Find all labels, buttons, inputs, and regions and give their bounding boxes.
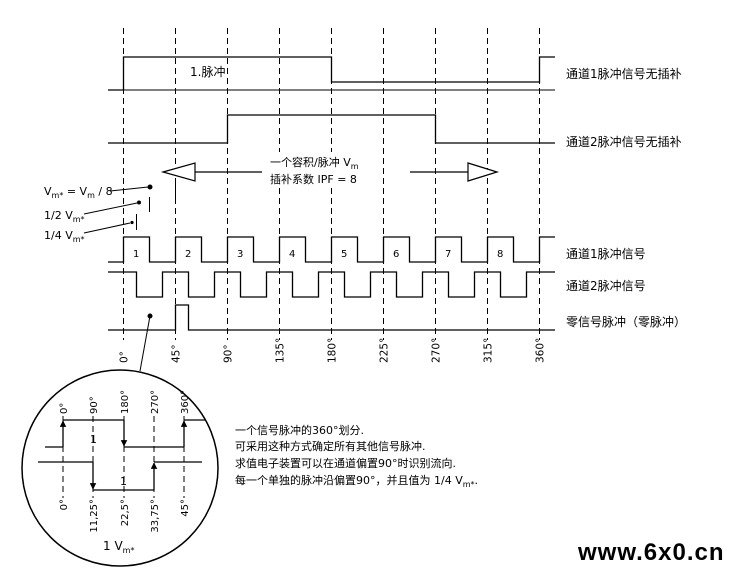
note-line: 求值电子装置可以在通道偏置90°时识别流向. (235, 456, 456, 470)
quarter-vm-star-text: 1/4 V (44, 229, 73, 242)
channel1-waveform (108, 236, 555, 263)
scale-annotations: Vm* = Vm / 8 1/2 Vm* 1/4 Vm* (44, 180, 176, 244)
note-last-end: . (475, 474, 479, 487)
detail-magnifier: 0° 90° 180° 270° 360° 1 1 0° 11,25° 22,5… (21, 369, 219, 567)
note-line: 一个信号脉冲的360°划分. (235, 423, 364, 437)
volume-per-pulse-text: 一个容积/脉冲 V (270, 155, 351, 169)
vm-star-label: Vm* = Vm / 8 (44, 185, 113, 200)
vm-star-v: V (44, 185, 52, 198)
note-last-text: 每一个单独的脉冲沿偏置90°，并且值为 1/4 V (235, 473, 463, 487)
half-vm-star-label: 1/2 Vm* (44, 209, 85, 224)
zoom-leader-line (139, 315, 151, 372)
pulse-number: 1 (133, 249, 139, 260)
vm-sub: m (87, 191, 95, 200)
channel2-label: 通道2脉冲信号 (566, 278, 646, 293)
detail-upper-pulse-label: 1 (90, 433, 97, 446)
volume-per-pulse-sub: m (351, 162, 359, 171)
detail-top-degree: 0° (59, 403, 70, 414)
quarter-vm-star-dot (130, 220, 134, 225)
half-vm-star-leader (83, 202, 138, 215)
quarter-vm-star-sub: m* (73, 235, 85, 244)
note-line: 每一个单独的脉冲沿偏置90°，并且值为 1/4 Vm*. (235, 473, 478, 489)
interpolation-factor-label: 插补系数 IPF = 8 (270, 172, 357, 186)
vm-star-equals: = V (63, 185, 87, 198)
pulse-number: 5 (341, 249, 347, 260)
vm-star-divisor: / 8 (95, 185, 113, 198)
quarter-vm-star-label: 1/4 Vm* (44, 229, 85, 244)
degree-label: 0° (119, 351, 131, 363)
pulse-number: 7 (445, 249, 451, 260)
degree-labels: 0° 45° 90° 135° 180° 225° 270° 315° 360° (119, 338, 547, 363)
detail-width-sub: m* (123, 546, 135, 555)
quarter-vm-star-leader (83, 222, 131, 234)
degree-label: 180° (327, 338, 339, 363)
detail-lower-pulse-label: 1 (120, 475, 127, 488)
vm-star-leader (109, 186, 149, 192)
zero-pulse-waveform (108, 304, 555, 331)
volume-per-pulse-label: 一个容积/脉冲 Vm (270, 155, 359, 171)
note-last-sub: m* (463, 480, 475, 489)
half-vm-star-text: 1/2 V (44, 209, 73, 222)
degree-label: 135° (275, 338, 287, 363)
interpolation-annotation: 一个容积/脉冲 Vm 插补系数 IPF = 8 (160, 152, 500, 188)
detail-width-text: 1 V (103, 539, 123, 553)
degree-label: 90° (223, 344, 235, 363)
detail-bottom-degree: 11,25° (89, 499, 100, 533)
pulse-number: 6 (393, 249, 399, 260)
detail-bottom-degree: 45° (180, 499, 191, 517)
channel2-raw-label: 通道2脉冲信号无插补 (566, 134, 682, 149)
detail-bottom-degree: 33,75° (150, 499, 161, 533)
half-vm-star-sub: m* (73, 215, 85, 224)
degree-label: 315° (483, 338, 495, 363)
degree-label: 270° (431, 338, 443, 363)
degree-label: 45° (171, 344, 183, 363)
pulse-number: 2 (185, 249, 191, 260)
degree-label: 360° (535, 338, 547, 363)
vm-star-dot (147, 184, 153, 190)
channel2-raw-waveform (108, 114, 555, 144)
degree-label: 225° (379, 338, 391, 363)
note-line: 可采用这种方式确定所有其他信号脉冲. (235, 439, 426, 453)
notes: 一个信号脉冲的360°划分. 可采用这种方式确定所有其他信号脉冲. 求值电子装置… (235, 423, 478, 489)
channel1-raw-label: 通道1脉冲信号无插补 (566, 66, 682, 81)
watermark-logo: www.6x0.cn (577, 539, 725, 566)
vm-star-sub: m* (52, 191, 64, 200)
zero-pulse-label: 零信号脉冲（零脉冲） (566, 314, 686, 329)
left-hollow-arrow-icon (160, 162, 196, 182)
pulse-number: 3 (237, 249, 243, 260)
detail-top-degree: 180° (120, 390, 131, 414)
pulse-number: 8 (497, 249, 503, 260)
detail-top-degree: 360° (180, 390, 191, 414)
half-vm-star-dot (137, 200, 141, 205)
detail-bottom-degree: 0° (59, 499, 70, 510)
channel2-waveform (108, 271, 555, 298)
channel1-label: 通道1脉冲信号 (566, 246, 646, 261)
detail-top-degree: 270° (150, 390, 161, 414)
channel1-raw-pulse-label: 1.脉冲 (190, 64, 225, 79)
detail-width-label: 1 Vm* (103, 539, 134, 555)
detail-circle (21, 369, 219, 567)
channel1-raw-waveform (108, 56, 555, 91)
detail-top-degree: 90° (89, 396, 100, 414)
right-hollow-arrow-icon (467, 162, 500, 182)
detail-bottom-degree: 22,5° (120, 499, 131, 526)
channel1-pulse-numbers: 1 2 3 4 5 6 7 8 (133, 249, 503, 260)
pulse-number: 4 (289, 249, 295, 260)
interpolation-text-backdrop (264, 152, 374, 188)
